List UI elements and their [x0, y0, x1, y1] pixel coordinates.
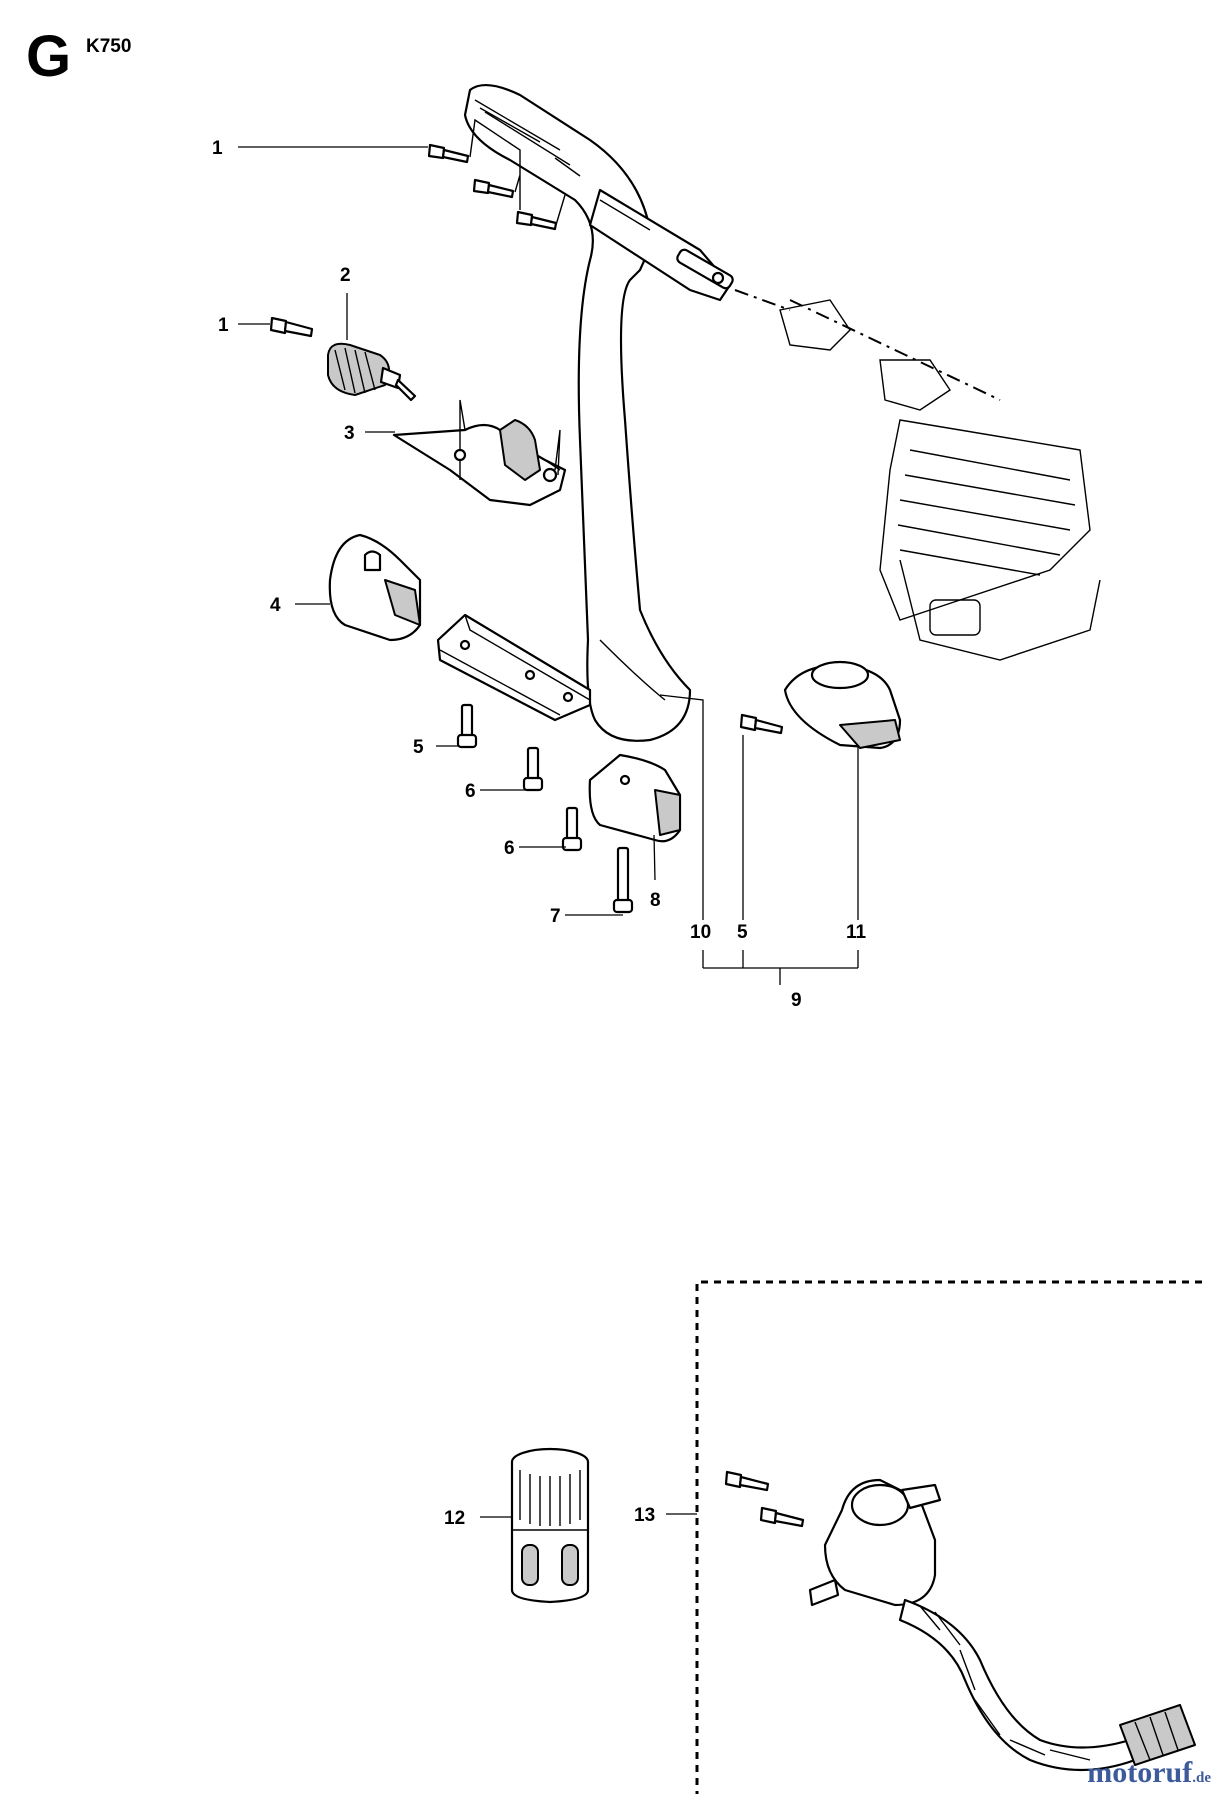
section-letter: G: [26, 24, 72, 89]
watermark-text: motoruf: [1087, 1756, 1193, 1789]
model-name: K750: [86, 36, 132, 57]
callout-4: 4: [270, 595, 281, 616]
callout-13: 13: [634, 1505, 655, 1526]
callout-6: 6: [465, 781, 476, 802]
bracket-plate: [436, 613, 592, 722]
callout-5: 5: [413, 737, 424, 758]
engine-block-ghost: [779, 299, 1101, 661]
callout-2: 2: [340, 265, 351, 286]
callout-7: 7: [550, 906, 561, 927]
screw-set-top: [427, 118, 566, 231]
callout-3: 3: [344, 423, 355, 444]
callout-12: 12: [444, 1508, 465, 1529]
leader-lines: [238, 146, 859, 1518]
callout-9: 9: [791, 990, 802, 1011]
rubber-foot: [588, 753, 682, 843]
watermark-logo: motoruf.de: [1087, 1756, 1211, 1790]
callout-labels: 1 1 2 3 4 5 6 6 7 8 10 5 11 9 12 13: [212, 138, 867, 1529]
water-valve-kit: [724, 1470, 1196, 1772]
screw-and-spring: [269, 316, 417, 402]
hose-coupling: [510, 1447, 590, 1604]
callout-6: 6: [504, 838, 515, 859]
callout-8: 8: [650, 890, 661, 911]
callout-11: 11: [846, 922, 867, 943]
kit-boundary: [695, 1280, 1202, 1794]
screw-set-bottom: [456, 703, 634, 914]
rubber-boot-left: [328, 533, 422, 642]
watermark-tld: .de: [1192, 1770, 1211, 1786]
callout-5: 5: [737, 922, 748, 943]
handle-clamp: [739, 660, 902, 750]
callout-1: 1: [212, 138, 223, 159]
callout-1: 1: [218, 315, 229, 336]
callout-10: 10: [690, 922, 711, 943]
front-handle-tube: [463, 83, 791, 742]
throttle-lever: [392, 399, 567, 507]
